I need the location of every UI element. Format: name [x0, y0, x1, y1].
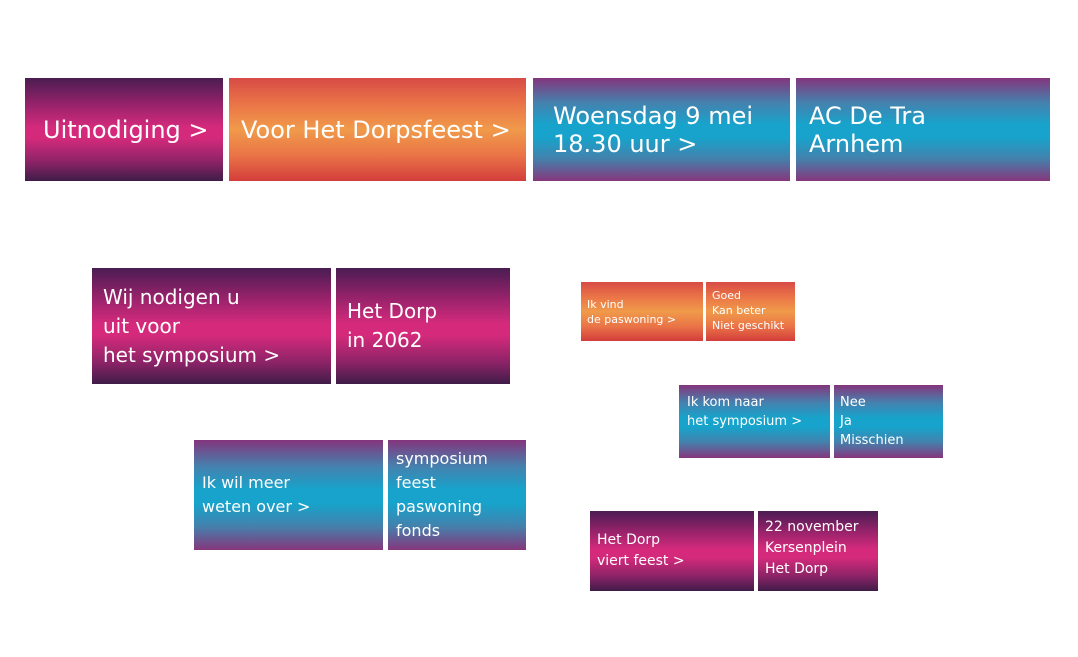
kom-naar-option-ja[interactable]: Ja	[840, 414, 852, 429]
symposium-title-line2: in 2062	[347, 328, 423, 352]
meer-weten-option-fonds[interactable]: fonds	[396, 521, 441, 540]
paswoning-option-goed[interactable]: Goed	[712, 289, 742, 302]
meer-weten-options-block: symposium feest paswoning fonds	[388, 440, 526, 550]
symposium-invite-line2: uit voor	[103, 313, 180, 338]
locatie-line2: Arnhem	[809, 129, 904, 158]
dorpsfeest-block[interactable]: Voor Het Dorpsfeest >	[229, 78, 526, 181]
symposium-title-block[interactable]: Het Dorp in 2062	[336, 268, 510, 384]
meer-weten-option-paswoning[interactable]: paswoning	[396, 497, 483, 516]
viert-feest-prompt-line1: Het Dorp	[597, 532, 661, 548]
viert-feest-prompt-line2: viert feest >	[597, 553, 685, 569]
viert-feest-details-block: 22 november Kersenplein Het Dorp	[758, 511, 878, 591]
uitnodiging-label: Uitnodiging >	[43, 115, 209, 144]
kom-naar-prompt-line1: Ik kom naar	[687, 395, 764, 410]
uitnodiging-block[interactable]: Uitnodiging >	[25, 78, 223, 181]
symposium-invite-block[interactable]: Wij nodigen u uit voor het symposium >	[92, 268, 331, 384]
meer-weten-option-symposium[interactable]: symposium	[396, 449, 488, 468]
paswoning-prompt-line2: de paswoning >	[587, 312, 677, 326]
meer-weten-prompt-line1: Ik wil meer	[202, 473, 290, 492]
datum-block[interactable]: Woensdag 9 mei 18.30 uur >	[533, 78, 790, 181]
kom-naar-option-misschien[interactable]: Misschien	[840, 433, 904, 448]
paswoning-option-niet-geschikt[interactable]: Niet geschikt	[712, 319, 785, 332]
paswoning-prompt-block: Ik vind de paswoning >	[581, 282, 703, 341]
paswoning-option-kan-beter[interactable]: Kan beter	[712, 304, 766, 317]
kom-naar-options-block: Nee Ja Misschien	[834, 385, 943, 458]
dorpsfeest-label: Voor Het Dorpsfeest >	[241, 115, 511, 144]
paswoning-prompt-line1: Ik vind	[587, 297, 624, 311]
locatie-block[interactable]: AC De Tra Arnhem	[796, 78, 1050, 181]
datum-line1: Woensdag 9 mei	[553, 101, 754, 130]
viert-feest-prompt-block[interactable]: Het Dorp viert feest >	[590, 511, 754, 591]
meer-weten-prompt-line2: weten over >	[202, 497, 311, 516]
symposium-invite-line1: Wij nodigen u	[103, 284, 240, 309]
datum-line2: 18.30 uur >	[553, 129, 698, 158]
viert-feest-location: Kersenplein	[765, 540, 847, 556]
kom-naar-option-nee[interactable]: Nee	[840, 395, 866, 410]
kom-naar-prompt-line2: het symposium >	[687, 414, 803, 429]
paswoning-options-block: Goed Kan beter Niet geschikt	[706, 282, 795, 341]
locatie-line1: AC De Tra	[809, 101, 926, 130]
viert-feest-date: 22 november	[765, 519, 859, 535]
symposium-invite-line3: het symposium >	[103, 342, 281, 367]
meer-weten-prompt-block: Ik wil meer weten over >	[194, 440, 383, 550]
meer-weten-option-feest[interactable]: feest	[396, 473, 436, 492]
symposium-title-line1: Het Dorp	[347, 299, 438, 323]
kom-naar-prompt-block: Ik kom naar het symposium >	[679, 385, 830, 458]
viert-feest-venue: Het Dorp	[765, 561, 829, 577]
